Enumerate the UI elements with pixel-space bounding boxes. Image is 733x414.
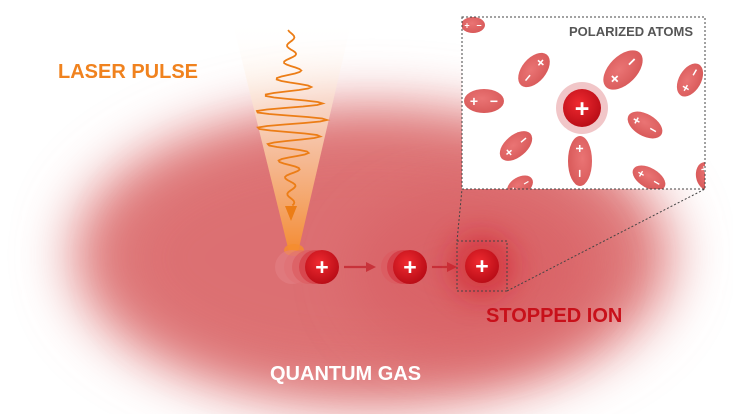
minus-icon: −: [476, 20, 481, 30]
plus-icon: +: [470, 93, 478, 109]
plus-icon: +: [403, 254, 416, 280]
polarized-atom: +−: [695, 162, 714, 189]
atom-body: [632, 165, 666, 189]
laser-wave-icon: [255, 29, 331, 221]
atom-body: [507, 175, 533, 189]
atom-body: [695, 162, 705, 189]
polarized-atom: +−: [603, 50, 643, 90]
polarized-atom: +−: [627, 111, 663, 139]
polarized-atom: +−: [568, 136, 592, 186]
plus-icon: +: [575, 95, 590, 123]
polarized-atom: −+: [518, 52, 550, 88]
polarized-atoms-layer: +−−++−+−+−+−+−+−+−+−+−+: [462, 17, 714, 197]
polarized-atom: +−: [676, 63, 704, 97]
minus-icon: −: [699, 178, 714, 187]
plus-icon: +: [697, 164, 712, 173]
ion-trail-middle: +: [381, 250, 427, 284]
arrow-icon: [344, 262, 376, 272]
plus-icon: +: [509, 184, 520, 197]
polarized-atoms-inset: +−−++−+−+−+−+−+−+−+−+−+ POLARIZED ATOMS: [461, 16, 714, 197]
polarized-atoms-label: POLARIZED ATOMS: [569, 24, 693, 39]
inset-frame: [461, 16, 706, 190]
polarized-atom: +−: [507, 175, 533, 197]
minus-icon: −: [521, 177, 532, 190]
polarized-atom: +−: [464, 89, 504, 113]
atom-body: [603, 50, 643, 90]
polarized-atom: +−: [462, 17, 485, 33]
minus-icon: −: [490, 93, 498, 109]
atom-body: [627, 111, 663, 139]
stopped-ion: +: [450, 234, 514, 298]
zoom-connectors: [456, 188, 706, 292]
atom-body: [462, 17, 485, 33]
plus-icon: +: [464, 20, 469, 30]
plus-icon: +: [475, 253, 488, 279]
ion-trail-start: +: [275, 250, 339, 284]
polarized-atom: +−: [632, 165, 666, 189]
plus-icon: +: [315, 254, 328, 280]
quantum-gas-label: QUANTUM GAS: [270, 363, 421, 385]
stopped-ion-label: STOPPED ION: [486, 305, 622, 327]
plus-icon: +: [572, 144, 588, 152]
atom-body: [499, 131, 533, 161]
laser-pulse-label: LASER PULSE: [58, 61, 198, 83]
atom-body: [568, 136, 592, 186]
atom-body: [518, 52, 550, 88]
polarized-atom: +−: [499, 131, 533, 161]
inset-ion: +: [556, 82, 608, 134]
zoom-marker: [456, 240, 508, 292]
atom-body: [676, 63, 704, 97]
atom-body: [464, 89, 504, 113]
minus-icon: −: [572, 169, 588, 177]
